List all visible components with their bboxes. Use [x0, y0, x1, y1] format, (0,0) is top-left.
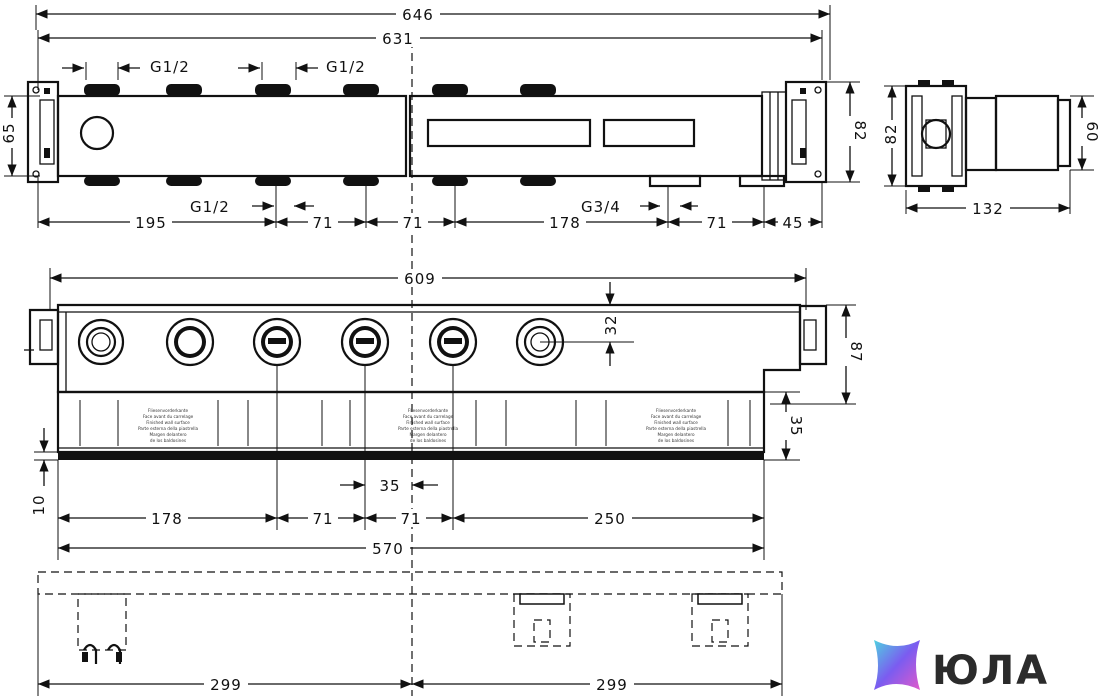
bottom-dim-299-right: 299: [596, 676, 628, 694]
front-dim-71a: 71: [312, 510, 333, 528]
svg-text:Fliesenvorderkante: Fliesenvorderkante: [408, 408, 449, 413]
tile-label-block-1: Fliesenvorderkante Face avant du carrela…: [138, 408, 199, 443]
svg-text:Face avant du carrelage: Face avant du carrelage: [143, 414, 194, 419]
dim-right-82: 82: [851, 120, 869, 141]
front-dim-35-right: 35: [787, 415, 805, 436]
dim-seg-71b: 71: [402, 214, 423, 232]
dim-body-631: 631: [382, 30, 414, 48]
svg-text:de los baldosines: de los baldosines: [410, 438, 446, 443]
front-dim-32: 32: [602, 314, 620, 335]
front-dim-87: 87: [847, 341, 865, 362]
dim-seg-178: 178: [549, 214, 581, 232]
bottom-dim-299-left: 299: [210, 676, 242, 694]
front-dim-250: 250: [594, 510, 626, 528]
dim-overall-646: 646: [402, 6, 434, 24]
top-connectors: [84, 84, 556, 96]
side-body: [904, 84, 968, 188]
dim-seg-195: 195: [135, 214, 167, 232]
svg-text:Face avant du carrelage: Face avant du carrelage: [403, 414, 454, 419]
svg-text:Finished wall surface: Finished wall surface: [406, 420, 450, 425]
label-window-right: [602, 118, 696, 148]
brand-logo: ЮЛА: [874, 640, 1049, 694]
svg-text:Face avant du carrelage: Face avant du carrelage: [651, 414, 702, 419]
dim-seg-71c: 71: [706, 214, 727, 232]
svg-text:Parte esterna della piastrella: Parte esterna della piastrella: [646, 426, 707, 431]
brand-star-icon: [874, 640, 920, 690]
tile-label-block-3: Fliesenvorderkante Face avant du carrela…: [646, 408, 707, 443]
mount-bracket-right: [784, 80, 828, 184]
front-dim-609: 609: [404, 270, 436, 288]
front-dim-570: 570: [372, 540, 404, 558]
svg-text:Fliesenvorderkante: Fliesenvorderkante: [656, 408, 697, 413]
dim-seg-45: 45: [782, 214, 803, 232]
front-dim-178: 178: [151, 510, 183, 528]
tile-label-block-2: Fliesenvorderkante Face avant du carrela…: [398, 408, 459, 443]
svg-text:de los baldosines: de los baldosines: [150, 438, 186, 443]
valve-knob-top: [79, 115, 115, 151]
svg-text:Margen delantero: Margen delantero: [409, 432, 447, 437]
svg-text:Margen delantero: Margen delantero: [149, 432, 187, 437]
label-window-left: [426, 118, 592, 148]
svg-text:Parte esterna della piastrella: Parte esterna della piastrella: [398, 426, 459, 431]
thread-label-bottom: G1/2: [190, 198, 230, 216]
top-view: 646 631 G1/2 G1/2 65 82: [0, 5, 869, 232]
bottom-rail: [37, 571, 783, 595]
front-outlets: [77, 317, 565, 367]
mount-bracket-left: [26, 80, 60, 184]
side-dim-132: 132: [972, 200, 1004, 218]
thread-label-top-right: G1/2: [326, 58, 366, 76]
front-dim-71b: 71: [400, 510, 421, 528]
front-dim-10: 10: [30, 494, 48, 515]
svg-text:Parte esterna della piastrella: Parte esterna della piastrella: [138, 426, 199, 431]
side-view: 82 60 132: [882, 80, 1100, 218]
svg-text:Finished wall surface: Finished wall surface: [146, 420, 190, 425]
dim-seg-71a: 71: [312, 214, 333, 232]
bottom-view: 299 299: [37, 571, 783, 696]
svg-text:Finished wall surface: Finished wall surface: [654, 420, 698, 425]
svg-text:de los baldosines: de los baldosines: [658, 438, 694, 443]
side-dim-82: 82: [882, 123, 900, 144]
svg-text:Margen delantero: Margen delantero: [657, 432, 695, 437]
thread-label-top-left: G1/2: [150, 58, 190, 76]
brand-name: ЮЛА: [932, 648, 1049, 694]
side-dim-60: 60: [1083, 121, 1100, 142]
front-view: 609 32 87: [24, 268, 865, 560]
dim-left-65: 65: [0, 122, 18, 143]
body-left-module: [56, 94, 408, 178]
front-dim-35-center: 35: [379, 477, 400, 495]
svg-text:Fliesenvorderkante: Fliesenvorderkante: [148, 408, 189, 413]
body-right-module: [408, 94, 764, 178]
thread-label-g34: G3/4: [581, 198, 621, 216]
bottom-connectors: [84, 174, 786, 188]
front-housing: [56, 303, 802, 394]
